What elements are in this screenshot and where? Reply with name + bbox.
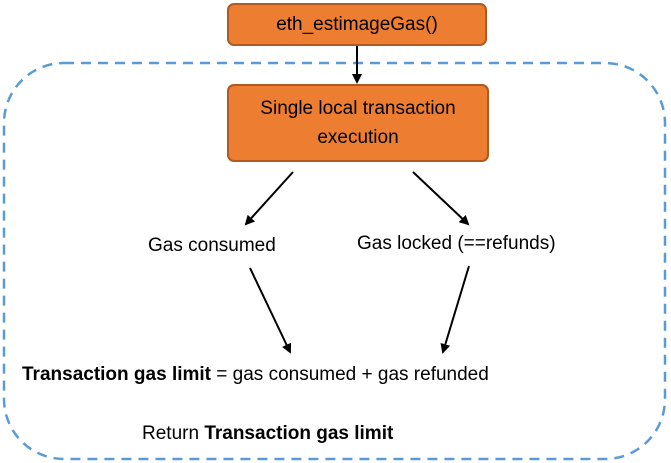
node-eth-estimategas-label: eth_estimageGas() [276, 13, 438, 35]
formula-expression: = gas consumed + gas refunded [211, 364, 489, 385]
return-term: Transaction gas limit [204, 423, 394, 444]
scope-boundary [2, 61, 667, 461]
formula-line: Transaction gas limit = gas consumed + g… [22, 364, 489, 386]
return-line: Return Transaction gas limit [142, 423, 393, 445]
label-gas-locked: Gas locked (==refunds) [357, 233, 556, 254]
node-single-local-execution: Single local transaction execution [227, 84, 489, 162]
arrow-consumed-to-formula [249, 267, 292, 354]
label-gas-consumed: Gas consumed [148, 235, 276, 256]
node-eth-estimategas: eth_estimageGas() [227, 3, 487, 46]
return-prefix: Return [142, 423, 205, 444]
formula-term: Transaction gas limit [22, 364, 211, 385]
arrow-execution-to-locked [412, 171, 470, 226]
node-single-local-execution-label: Single local transaction execution [260, 98, 456, 148]
arrow-execution-to-consumed [244, 171, 294, 226]
arrow-locked-to-formula [440, 265, 470, 354]
